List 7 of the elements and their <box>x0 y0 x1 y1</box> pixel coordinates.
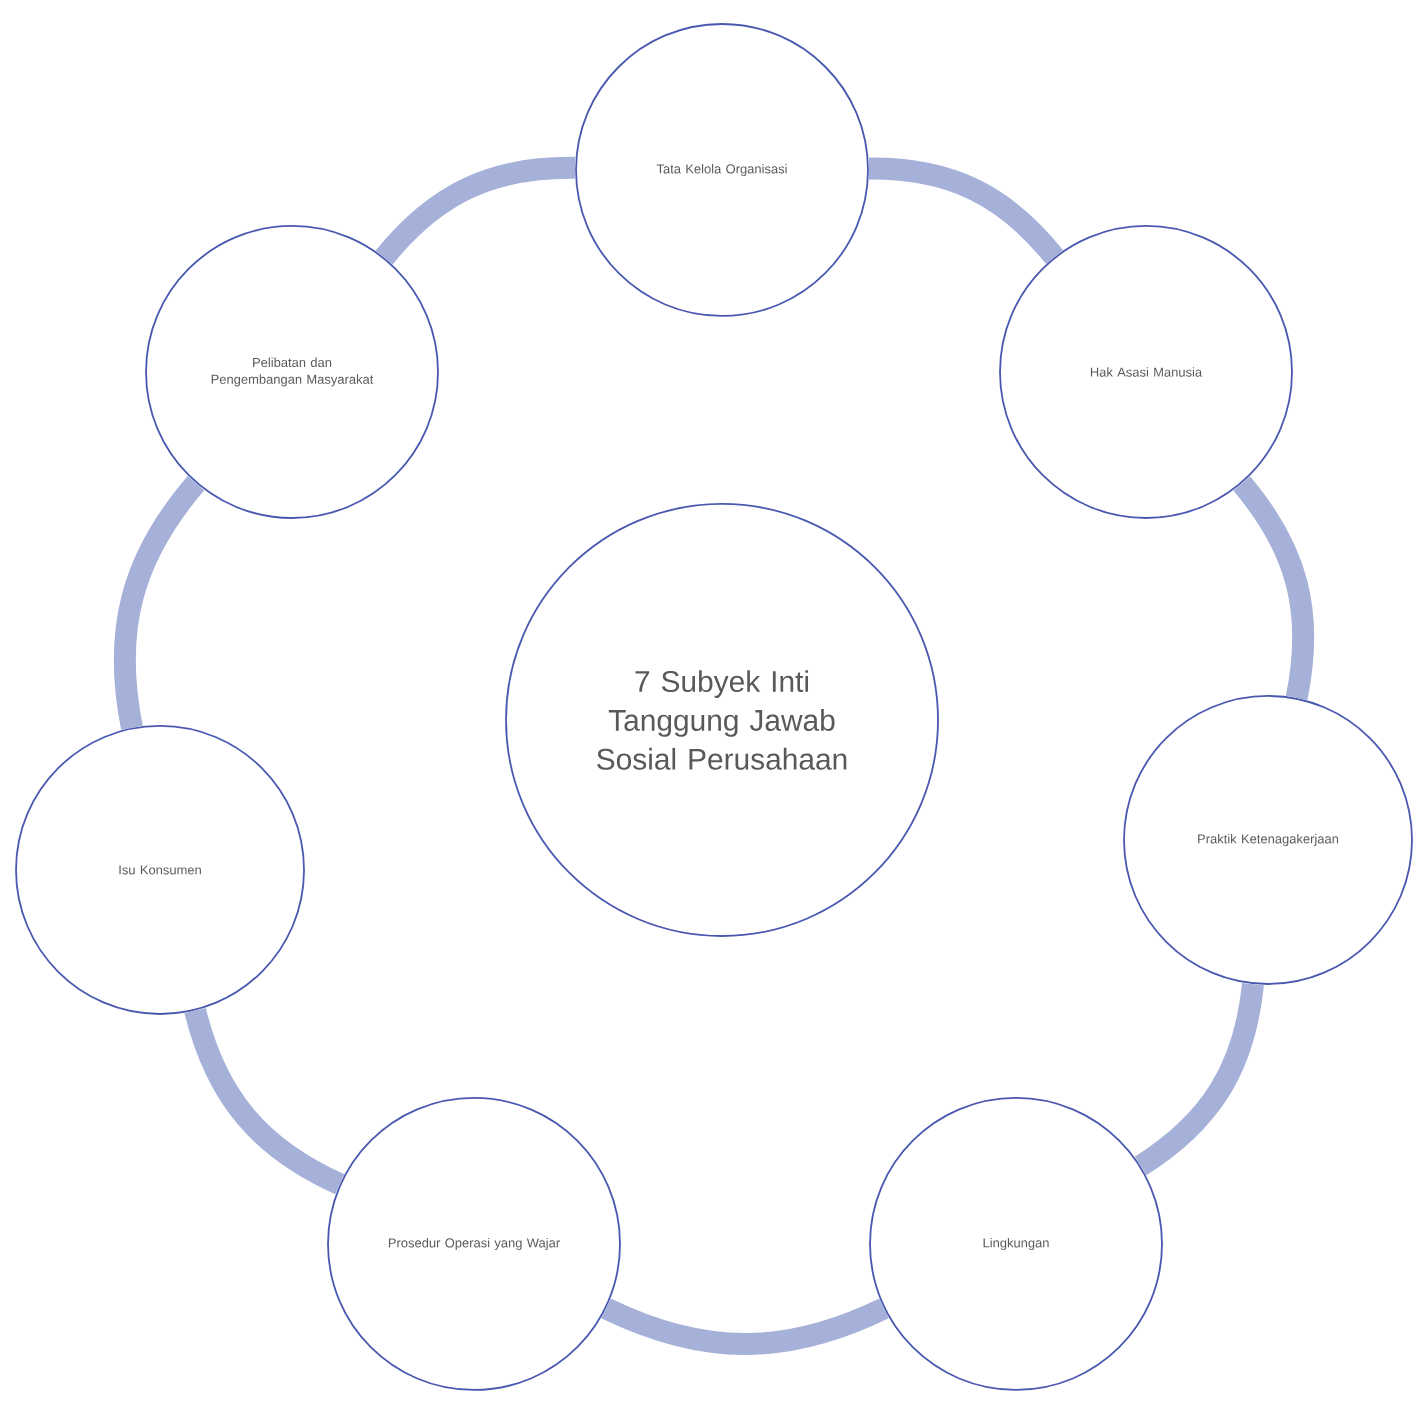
ring-segment <box>184 1007 345 1195</box>
ring-segment <box>375 156 576 265</box>
ring-segment <box>1233 476 1315 700</box>
ring-segment <box>601 1298 889 1355</box>
ring-segment <box>868 157 1063 265</box>
ring-segment <box>113 476 205 730</box>
ring-segment <box>1134 982 1264 1176</box>
